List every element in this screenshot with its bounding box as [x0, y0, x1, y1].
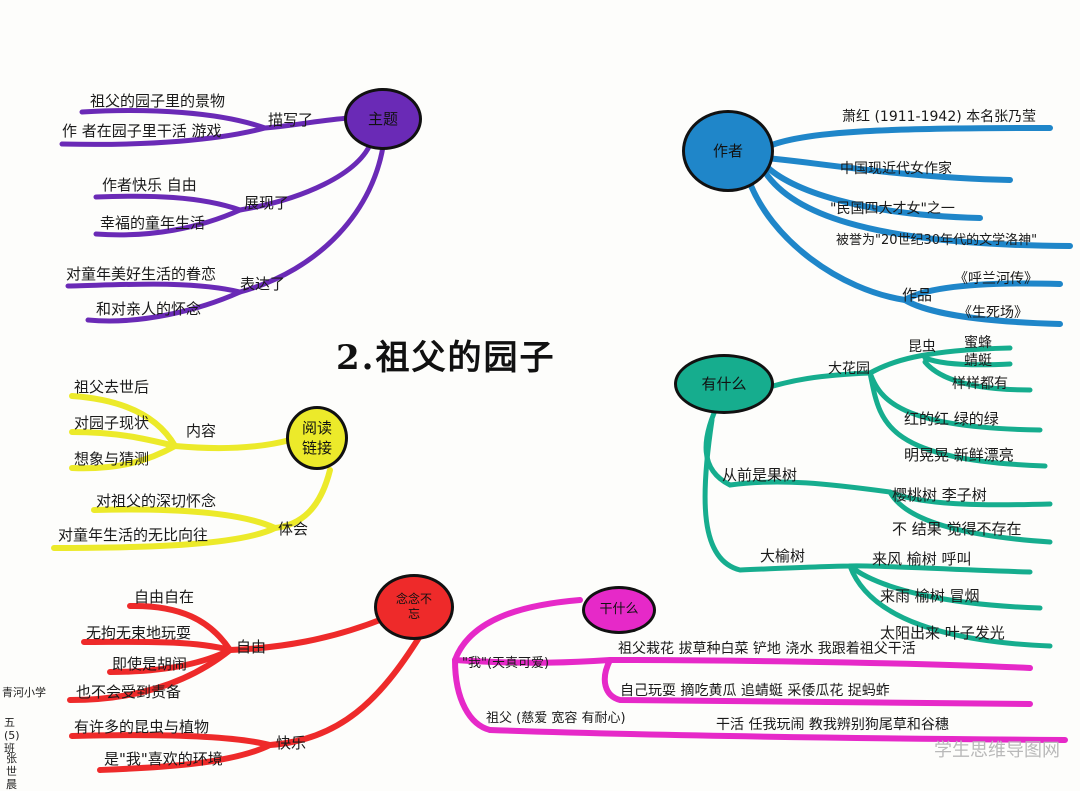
- theme-line-6: 和对亲人的怀念: [96, 300, 202, 318]
- memory-line-1: 自由自在: [134, 588, 195, 606]
- whats-elm-1: 来风 榆树 呼叫: [872, 550, 972, 568]
- whats-insect-2: 蜻蜓: [964, 353, 992, 369]
- mindmap-title: 2.祖父的园子: [336, 338, 556, 378]
- doing-me: "我"(天真可爱): [462, 656, 550, 671]
- reading-line-2: 对园子现状: [74, 414, 150, 432]
- memory-branches: [67, 602, 423, 773]
- whats-elm: 大榆树: [760, 547, 806, 565]
- doing-grandpa: 祖父 (慈爱 宽容 有耐心): [486, 711, 626, 726]
- reading-line-4: 对祖父的深切怀念: [96, 492, 217, 510]
- theme-line-3: 作者快乐 自由: [102, 176, 197, 194]
- whats-garden: 大花园: [828, 361, 870, 377]
- reading-content: 内容: [186, 422, 217, 440]
- memory-free: 自由: [236, 638, 267, 656]
- hub-memory: 念念不忘: [374, 574, 454, 640]
- hub-theme: 主题: [344, 88, 422, 150]
- whats-elm-2: 来雨 榆树 冒烟: [880, 587, 980, 605]
- memory-line-2: 无拘无束地玩耍: [86, 624, 192, 642]
- memory-happy: 快乐: [276, 734, 307, 752]
- theme-line-4: 幸福的童年生活: [100, 214, 206, 232]
- whats-elm-3: 太阳出来 叶子发光: [880, 624, 1005, 642]
- author-works-label: 作品: [902, 286, 933, 304]
- reading-line-5: 对童年生活的无比向往: [58, 526, 209, 544]
- whats-insect-3: 样样都有: [952, 376, 1008, 392]
- theme-verb-2: 展现了: [244, 194, 290, 212]
- reading-line-3: 想象与猜测: [74, 450, 150, 468]
- theme-verb-1: 描写了: [268, 111, 314, 129]
- memory-line-6: 是"我"喜欢的环境: [104, 750, 223, 768]
- author-line-4: 被誉为"20世纪30年代的文学洛神": [836, 233, 1038, 248]
- author-line-3: "民国四大才女"之一: [830, 201, 955, 217]
- memory-line-5: 有许多的昆虫与植物: [74, 718, 210, 736]
- theme-line-2: 作 者在园子里干活 游戏: [62, 122, 222, 140]
- whats-insects: 昆虫: [908, 339, 936, 355]
- hub-whats: 有什么: [674, 354, 774, 414]
- student-class: 五(5)班: [4, 716, 20, 755]
- doing-line-1: 祖父栽花 拔草种白菜 铲地 浇水 我跟着祖父干活: [618, 641, 916, 657]
- author-branches: [745, 125, 1073, 327]
- whats-fruit-2: 不 结果 觉得不存在: [892, 520, 1022, 538]
- theme-verb-3: 表达了: [240, 275, 286, 293]
- hub-author: 作者: [682, 110, 774, 192]
- whats-insect-1: 蜜蜂: [964, 335, 992, 351]
- reading-branches: [51, 393, 333, 551]
- student-school: 青河小学: [2, 686, 46, 699]
- student-name: 张世晨: [6, 752, 17, 791]
- memory-line-4: 也不会受到责备: [76, 683, 182, 701]
- doing-branches: [451, 597, 1068, 743]
- theme-line-1: 祖父的园子里的景物: [90, 92, 226, 110]
- doing-line-3: 干活 任我玩闹 教我辨别狗尾草和谷穗: [716, 717, 949, 733]
- reading-line-1: 祖父去世后: [74, 378, 150, 396]
- reading-feel: 体会: [278, 520, 309, 538]
- hub-reading: 阅读链接: [286, 406, 348, 470]
- theme-line-5: 对童年美好生活的眷恋: [66, 265, 217, 283]
- hub-doing: 干什么: [582, 586, 656, 634]
- whats-branches: [702, 345, 1053, 649]
- author-line-1: 萧红 (1911-1942) 本名张乃莹: [842, 109, 1037, 125]
- memory-line-3: 即使是胡闹: [112, 655, 188, 673]
- theme-branches: [59, 108, 387, 324]
- whats-color-1: 红的红 绿的绿: [904, 410, 999, 428]
- doing-line-2: 自己玩耍 摘吃黄瓜 追蜻蜓 采倭瓜花 捉蚂蚱: [620, 683, 890, 699]
- author-line-2: 中国现近代女作家: [840, 161, 952, 177]
- whats-color-2: 明晃晃 新鲜漂亮: [904, 446, 1014, 464]
- whats-fruit: 从前是果树: [722, 466, 798, 484]
- whats-fruit-1: 樱桃树 李子树: [892, 486, 987, 504]
- watermark: 学生思维导图网: [934, 740, 1060, 761]
- author-work-1: 《呼兰河传》: [954, 271, 1038, 287]
- author-work-2: 《生死场》: [958, 305, 1028, 321]
